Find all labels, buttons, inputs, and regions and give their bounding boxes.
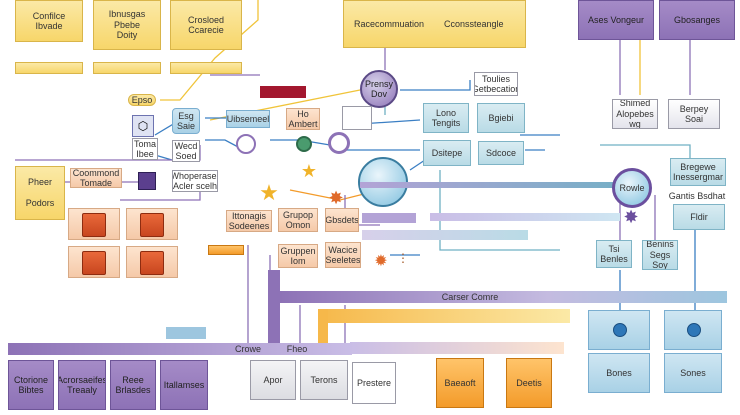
small-window-node[interactable] <box>342 106 372 130</box>
gear-icon: ✸ <box>328 187 344 208</box>
berpey-card[interactable]: Berpey Soai <box>668 99 720 129</box>
hub-node[interactable]: Prensy Dov <box>360 70 398 108</box>
rowle-label: Rowle <box>619 182 645 193</box>
ccommond-node[interactable]: Coommond Tomade <box>70 168 122 188</box>
bgiebi-node[interactable]: Bgiebi <box>477 103 525 133</box>
vertical-bar-purple <box>268 270 280 350</box>
bottom-grey-node-2[interactable]: Terons <box>300 360 348 400</box>
wabco-node[interactable]: Wacice Seeletes <box>325 242 361 268</box>
cube-icon <box>82 213 106 237</box>
dot-icon <box>613 323 627 337</box>
bottom-purple-node-4[interactable]: Itallamses <box>160 360 208 410</box>
esg-box[interactable]: Esg Saie <box>172 108 200 134</box>
badge-epso[interactable]: Epso <box>128 94 156 106</box>
bottom-orange-node-1[interactable]: Baeaoft <box>436 358 484 408</box>
whecd-box[interactable]: Wecd Soed <box>172 140 200 162</box>
grupen-lom-node[interactable]: Gruppen Iom <box>278 244 318 268</box>
white-tag-node[interactable]: Toulies Getbecation <box>474 72 518 96</box>
cariser-band[interactable]: Carser Comre <box>280 291 727 303</box>
stonogs-node[interactable]: Ittonagis Sodeenes <box>226 210 272 232</box>
link-icon <box>328 132 350 154</box>
yellow-band <box>318 309 570 323</box>
cube-icon <box>140 213 164 237</box>
rowle-node[interactable]: Rowle <box>612 168 652 208</box>
shimed-card[interactable]: Shimed Alopebes wg <box>612 99 658 129</box>
bottom-white-node[interactable]: Prestere <box>352 362 396 404</box>
cariser-label: Carser Comre <box>441 291 499 302</box>
band-4 <box>362 230 528 240</box>
band-3 <box>430 213 620 221</box>
bottom-purple-node-3[interactable]: Reee Brlasdes <box>110 360 156 410</box>
bottom-blue-top-2[interactable] <box>664 310 722 350</box>
grupop-node[interactable]: Grupop Omon <box>278 208 318 232</box>
bottom-purple-node-1[interactable]: Ctorione Bibtes <box>8 360 54 410</box>
whoperaser-node[interactable]: Whoperaser Acler scelh <box>172 170 218 192</box>
cube-tile-3[interactable] <box>68 246 120 278</box>
bottom-purple-node-2[interactable]: Acrorsaeifes Treaaly <box>58 360 106 410</box>
top-yellow-node-3[interactable]: Crosloed Ccarecie <box>170 0 242 50</box>
flodir-node[interactable]: Fldir <box>673 204 725 230</box>
bottom-grey-node-1[interactable]: Apor <box>250 360 296 400</box>
phesr-bodors-node[interactable]: Pheer Podors <box>15 166 65 220</box>
tomo-box[interactable]: Toma Ibee <box>132 138 158 160</box>
small-blue-bar <box>166 327 206 339</box>
bottom-blue-top-1[interactable] <box>588 310 650 350</box>
top-yellow-node-2[interactable]: Ibnusgas Pbebe Doity <box>93 0 161 50</box>
cube-tile-1[interactable] <box>68 208 120 240</box>
gleders-node[interactable]: Gbsdets <box>325 208 359 232</box>
yellow-vertical <box>318 309 328 353</box>
crowe-label: Crowe <box>234 343 261 354</box>
band-1 <box>360 182 650 188</box>
top-banner-label-2: Cconssteangle <box>444 19 504 29</box>
top-purple-node-2[interactable]: Gbosanges <box>659 0 735 40</box>
bregewe-node[interactable]: Bregewe Inessergmar <box>670 158 726 186</box>
fhelo-label: Fheo <box>286 343 308 354</box>
besirnt-node[interactable]: Benins Segs Soy <box>642 240 678 270</box>
top-yellow-node-1[interactable]: Confilce Ibvade <box>15 0 83 42</box>
gantis-label: Gantis Bsdhat <box>668 190 726 201</box>
bottom-blue-node-2[interactable]: Sones <box>664 353 722 393</box>
cube-tile-4[interactable] <box>126 246 178 278</box>
link-icon: ⋮ <box>397 251 409 265</box>
cube-tile-2[interactable] <box>126 208 178 240</box>
orange-bar <box>208 245 244 255</box>
top-yellow-strip-1 <box>15 62 83 74</box>
star-icon: ★ <box>259 180 279 205</box>
band-2 <box>362 213 416 223</box>
gear-icon: ✸ <box>623 206 639 227</box>
bottom-blue-node-1[interactable]: Bones <box>588 353 650 393</box>
dsitepe-node[interactable]: Dsitepe <box>423 140 471 166</box>
ritsi-node[interactable]: Tsi Benles <box>596 240 632 268</box>
bottom-orange-node-2[interactable]: Deetis <box>506 358 552 408</box>
green-dot-icon <box>296 136 312 152</box>
top-banner-node[interactable]: Racecommuation Cconssteangle <box>343 0 526 48</box>
seaocs-node[interactable]: Sdcoce <box>478 141 524 165</box>
top-banner-label-1: Racecommuation <box>354 19 425 29</box>
cube-dark-icon <box>138 172 156 190</box>
dot-icon <box>687 323 701 337</box>
lono-tengits-node[interactable]: Lono Tengits <box>423 103 469 133</box>
top-yellow-strip-3 <box>170 62 242 74</box>
gear-icon <box>236 134 256 154</box>
red-bar <box>260 86 306 98</box>
top-yellow-strip-2 <box>93 62 161 74</box>
hub-label: Prensy Dov <box>364 78 393 99</box>
utermel-node[interactable]: Uibsemeel <box>226 110 270 128</box>
peach-band <box>350 342 564 354</box>
cube-icon <box>82 251 106 275</box>
ho-ambert-node[interactable]: Ho Ambert <box>286 108 320 130</box>
crowe-band[interactable]: Crowe Fheo <box>8 343 352 355</box>
gear-icon: ✹ <box>374 253 388 270</box>
top-purple-node-1[interactable]: Ases Vongeur <box>578 0 654 40</box>
cube-icon <box>140 251 164 275</box>
cube-icon: ⬡ <box>132 115 154 137</box>
star-small-icon: ★ <box>300 160 318 181</box>
